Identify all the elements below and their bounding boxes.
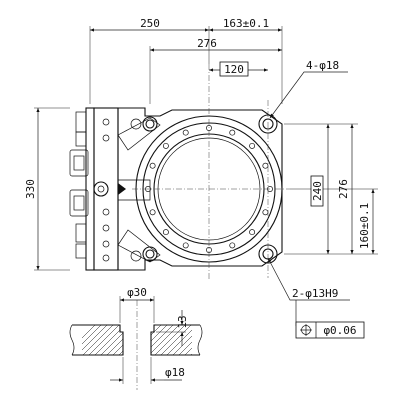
pivot-knob	[93, 181, 109, 197]
ring-bolt-hole	[262, 209, 269, 216]
detail-counterbore-dia: φ30	[127, 286, 147, 299]
callouts: 4-φ18 2-φ13H9 φ0.06	[267, 59, 365, 339]
body-outline	[117, 107, 283, 271]
dim-offset-right: 163±0.1	[223, 17, 269, 30]
ring-bolt-hole	[229, 129, 236, 136]
callout-pin-holes: 2-φ13H9	[292, 287, 338, 300]
ring-bolt-hole	[229, 242, 236, 249]
ring-bolt-hole	[249, 229, 256, 236]
top-dimensions: 250 163±0.1 276 120	[89, 17, 283, 104]
corner-hole-bosses	[142, 114, 278, 264]
ring-bolt-hole	[182, 242, 189, 249]
ring-bolt-hole	[182, 129, 189, 136]
tolerance-frame	[295, 321, 365, 339]
callout-corner-holes: 4-φ18	[306, 59, 339, 72]
dim-bolt-span-vertical: 276	[337, 179, 350, 199]
dim-bolt-span-horizontal: 276	[197, 37, 217, 50]
ring-bolt-hole	[149, 162, 156, 169]
tolerance-value: φ0.06	[323, 324, 356, 337]
left-connector-strip	[69, 107, 119, 271]
dim-offset-vertical: 160±0.1	[358, 203, 371, 249]
plan-view	[69, 64, 290, 280]
ring-bolt-hole	[149, 209, 156, 216]
dim-overall-width: 250	[140, 17, 160, 30]
ring-bolt-hole	[262, 162, 269, 169]
ring-bolt-hole	[162, 229, 169, 236]
detail-hole-dia: φ18	[165, 366, 185, 379]
detail-depth: 13	[176, 315, 189, 328]
left-dimensions: 330	[24, 107, 70, 271]
ring-bolt-hole	[249, 142, 256, 149]
dim-inner-height: 240	[311, 181, 324, 201]
dim-inner-span: 120	[224, 63, 244, 76]
section-detail: φ30 13 φ18	[69, 286, 203, 390]
ring-bolt-hole	[162, 142, 169, 149]
dim-height-left: 330	[24, 179, 37, 199]
right-dimensions: 240 276 160±0.1	[284, 123, 378, 255]
